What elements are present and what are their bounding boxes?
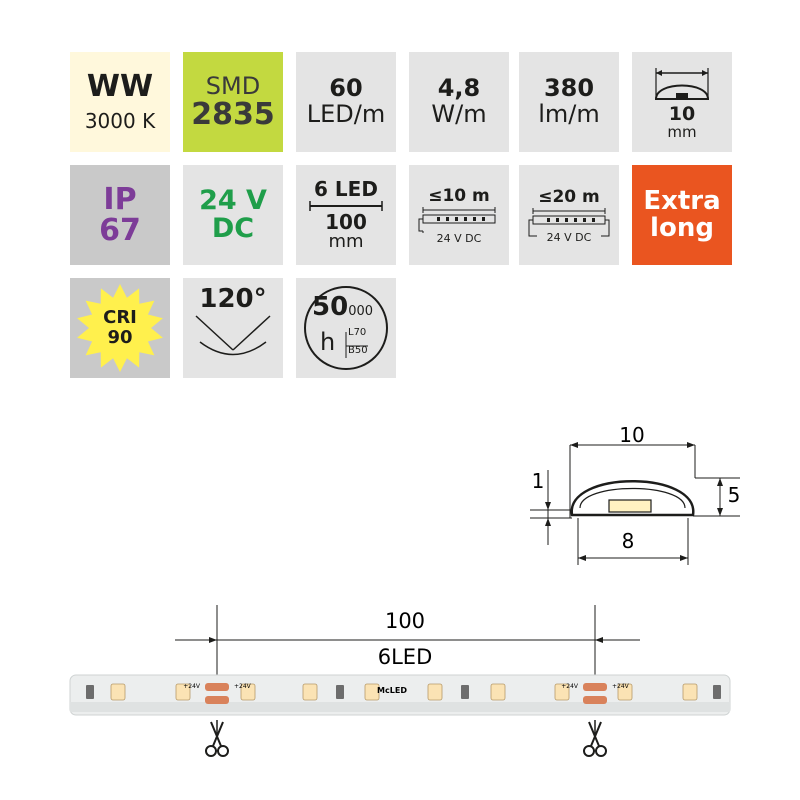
scissors-icon	[205, 720, 229, 757]
pad-label: +24V	[183, 683, 201, 690]
segment-dimension-icon	[309, 201, 383, 212]
brand-label: McLED	[377, 686, 407, 695]
led-chip	[617, 683, 633, 701]
resistor-chip	[713, 685, 721, 699]
segment-unit: mm	[328, 231, 364, 253]
ip-code: 67	[99, 213, 141, 248]
led-chip	[240, 683, 256, 701]
segment-length-label: 100	[385, 609, 425, 633]
density-tile: 60 LED/m	[296, 52, 396, 152]
density-value: 60	[329, 74, 363, 103]
voltage-value: 24 V	[199, 184, 267, 216]
beam-angle-tile: 120°	[183, 278, 283, 378]
cri-value: 90	[107, 327, 133, 348]
double-feed-icon	[528, 207, 610, 237]
profile-drawing: 10 8 5 1	[530, 423, 740, 565]
pad-label: +24V	[612, 683, 630, 690]
long-label: long	[650, 213, 714, 243]
smd-tile: SMD 2835	[183, 52, 283, 152]
double-feed-voltage: 24 V DC	[546, 230, 592, 244]
profile-height-label: 5	[728, 483, 741, 507]
segment-length: 100	[325, 210, 367, 235]
smd-label: SMD	[205, 72, 261, 101]
lifetime-tile: 50000 h L70 B50	[296, 278, 396, 378]
led-chip	[364, 683, 380, 701]
pad-label: +24V	[234, 683, 252, 690]
segment-tile: 6 LED 100 mm	[296, 165, 396, 265]
double-feed-length: ≤20 m	[538, 187, 600, 208]
voltage-type: DC	[211, 213, 255, 244]
lifetime-icon	[304, 286, 388, 370]
single-feed-tile: ≤10 m 24 V DC	[409, 165, 509, 265]
cri-label: CRI	[103, 307, 137, 329]
lifetime-hours: 50	[312, 292, 349, 322]
flux-unit: lm/m	[538, 100, 600, 129]
technical-drawing: 10 8 5 1 100 6LED +24V +24V +24V +24V	[69, 423, 740, 757]
beam-angle-icon	[195, 315, 271, 356]
scissors-icon	[583, 720, 607, 757]
lifetime-l-value: L70	[348, 327, 367, 338]
extra-label: Extra	[643, 185, 721, 216]
resistor-chip	[86, 685, 94, 699]
profile-thickness-label: 1	[532, 469, 545, 493]
segment-leds: 6 LED	[314, 177, 378, 202]
color-temp-code: WW	[86, 69, 154, 105]
cut-pad-left: +24V +24V	[183, 683, 252, 704]
power-unit: W/m	[431, 100, 487, 129]
lifetime-unit: h	[320, 328, 336, 356]
smd-code: 2835	[191, 97, 275, 133]
led-chip	[427, 683, 443, 701]
density-unit: LED/m	[306, 100, 386, 129]
width-unit: mm	[667, 123, 697, 142]
led-chip	[302, 683, 318, 701]
lifetime-thousands: 000	[348, 304, 374, 319]
width-tile: 10 mm	[632, 52, 732, 152]
profile-base-label: 8	[622, 529, 635, 553]
profile-width-label: 10	[619, 423, 644, 447]
extra-long-tile: Extra long	[632, 165, 732, 265]
voltage-tile: 24 V DC	[183, 165, 283, 265]
beam-angle-value: 120°	[199, 284, 267, 314]
led-chip	[682, 683, 698, 701]
profile-icon	[654, 68, 710, 101]
ip-tile: IP 67	[70, 165, 170, 265]
flux-value: 380	[543, 74, 595, 103]
width-value: 10	[668, 103, 696, 126]
single-feed-length: ≤10 m	[428, 186, 490, 207]
cri-tile: CRI 90	[70, 278, 170, 378]
led-chip	[110, 683, 126, 701]
power-tile: 4,8 W/m	[409, 52, 509, 152]
power-value: 4,8	[437, 74, 481, 103]
double-feed-tile: ≤20 m 24 V DC	[519, 165, 619, 265]
ip-label: IP	[103, 181, 137, 217]
lifetime-b-value: B50	[348, 345, 368, 356]
ww-tile: WW 3000 K	[70, 52, 170, 152]
resistor-chip	[461, 685, 469, 699]
segment-leds-label: 6LED	[378, 645, 433, 669]
led-strip: +24V +24V +24V +24V McLED	[69, 674, 731, 716]
pad-label: +24V	[561, 683, 579, 690]
cut-pad-right: +24V +24V	[561, 683, 630, 704]
led-chip	[175, 683, 191, 701]
flux-tile: 380 lm/m	[519, 52, 619, 152]
led-chip	[490, 683, 506, 701]
led-chips	[86, 683, 721, 701]
single-feed-icon	[418, 206, 496, 233]
single-feed-voltage: 24 V DC	[436, 231, 482, 245]
segment-dimension: 100 6LED	[175, 605, 640, 680]
resistor-chip	[336, 685, 344, 699]
starburst-icon	[77, 284, 163, 372]
led-chip	[554, 683, 570, 701]
color-temp-value: 3000 K	[84, 108, 156, 133]
